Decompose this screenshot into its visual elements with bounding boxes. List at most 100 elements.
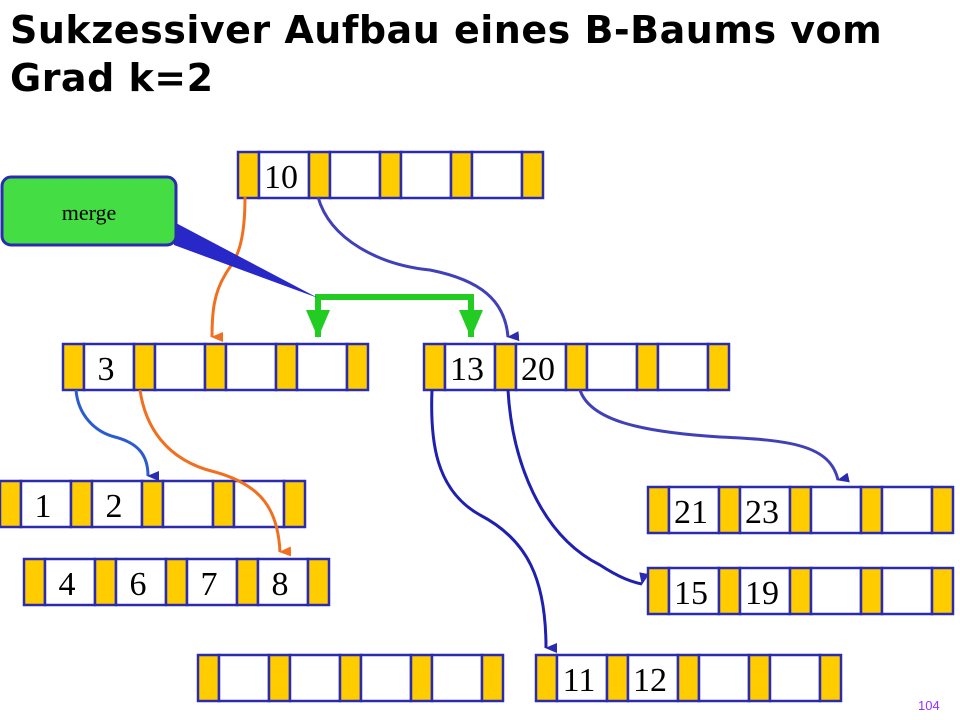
pointer-slot [140, 479, 165, 529]
pointer-slot [717, 566, 742, 616]
key-value: 13 [450, 351, 484, 388]
pointer-slot [646, 566, 671, 616]
pointer-slot [520, 150, 545, 200]
pointer-slot [859, 485, 884, 535]
key-slot [667, 566, 721, 616]
pointer-slot [717, 485, 742, 535]
pointer-slot [493, 342, 518, 392]
key-value: 11 [563, 662, 596, 699]
pointer-right-to-leaf-21-23 [578, 389, 850, 483]
pointer-slot [788, 485, 813, 535]
pointer-slot [267, 653, 292, 703]
callout-label: merge [62, 200, 117, 225]
btree-node-leaf-11-12: 11 12 [534, 653, 843, 703]
key-slot [470, 150, 524, 200]
pointer-slot [338, 653, 363, 703]
key-slot [514, 342, 568, 392]
key-slot [153, 342, 207, 392]
key-value: 8 [272, 566, 289, 603]
key-slot [257, 150, 311, 200]
key-slot [626, 653, 680, 703]
key-value: 3 [98, 351, 115, 388]
key-slot [82, 342, 136, 392]
callout-box [0, 175, 178, 247]
pointer-slot [422, 342, 447, 392]
key-value: 10 [264, 159, 298, 196]
key-slot [114, 557, 168, 607]
pointer-slot [480, 653, 505, 703]
key-slot [288, 653, 342, 703]
pointer-root-to-right [316, 196, 520, 342]
pointer-left-to-leaf-4-6-7-8 [138, 389, 292, 557]
key-value: 4 [59, 566, 76, 603]
pointer-slot [818, 653, 843, 703]
pointer-slot [282, 479, 307, 529]
key-slot [738, 485, 792, 535]
key-slot [43, 557, 97, 607]
key-value: 12 [633, 662, 667, 699]
pointer-slot [605, 653, 630, 703]
key-slot [809, 485, 863, 535]
key-slot [585, 342, 639, 392]
btree-node-leaf-4-6-7-8: 4 6 7 8 [22, 557, 331, 607]
key-slot [809, 566, 863, 616]
key-slot [880, 485, 934, 535]
pointer-slot [0, 479, 23, 529]
key-value: 15 [674, 575, 708, 612]
pointer-slot [646, 485, 671, 535]
pointer-slot [676, 653, 701, 703]
pointer-slot [788, 566, 813, 616]
pointer-root-to-left [210, 196, 247, 343]
pointer-slot [69, 479, 94, 529]
pointer-slot [534, 653, 559, 703]
pointer-slot [306, 557, 331, 607]
key-slot [185, 557, 239, 607]
page-number: 104 [918, 698, 940, 713]
pointer-slot [449, 150, 474, 200]
pointer-slot [930, 566, 955, 616]
pointer-slot [930, 485, 955, 535]
key-slot [697, 653, 751, 703]
key-value: 7 [201, 566, 218, 603]
key-slot [295, 342, 349, 392]
pointer-slot [236, 150, 261, 200]
pointer-slot [132, 342, 157, 392]
key-value: 23 [745, 494, 779, 531]
pointer-slot [93, 557, 118, 607]
btree-node-leaf-empty [196, 653, 505, 703]
pointer-slot [706, 342, 731, 392]
key-slot [359, 653, 413, 703]
btree-node-root: 10 [236, 150, 545, 200]
merge-arrowhead-right [459, 310, 483, 338]
pointer-right-to-leaf-11-12 [430, 389, 558, 653]
key-slot [217, 653, 271, 703]
key-slot [768, 653, 822, 703]
pointer-slot [235, 557, 260, 607]
key-slot [399, 150, 453, 200]
key-value: 6 [130, 566, 147, 603]
merge-callout: merge [0, 175, 318, 298]
key-slot [656, 342, 710, 392]
key-slot [224, 342, 278, 392]
pointer-slot [211, 479, 236, 529]
callout-pointer [174, 222, 318, 298]
pointer-slot [747, 653, 772, 703]
key-value: 19 [745, 575, 779, 612]
pointer-slot [274, 342, 299, 392]
key-slot [430, 653, 484, 703]
slide-title: Sukzessiver Aufbau eines B-Baums vom Gra… [10, 8, 883, 100]
pointer-slot [378, 150, 403, 200]
pointer-left-to-leaf-1-2 [74, 389, 160, 481]
pointer-slot [203, 342, 228, 392]
key-slot [161, 479, 215, 529]
pointer-slot [345, 342, 370, 392]
pointer-slot [635, 342, 660, 392]
pointer-slot [307, 150, 332, 200]
pointer-slot [859, 566, 884, 616]
pointer-slot [61, 342, 86, 392]
key-slot [19, 479, 73, 529]
